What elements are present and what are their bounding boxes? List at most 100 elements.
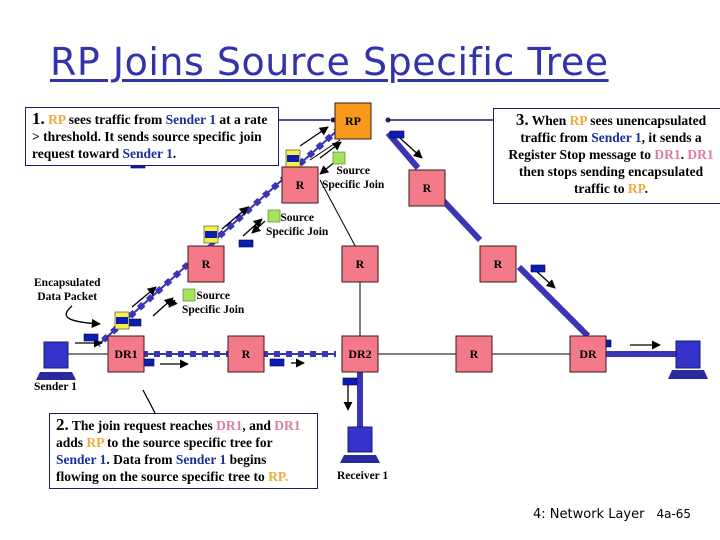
callout-text: , and bbox=[242, 418, 275, 433]
router-mid-left[interactable]: R bbox=[187, 245, 225, 283]
router-bottom-right[interactable]: R bbox=[455, 335, 493, 373]
callout-step-3: 3. When RP sees unencapsulated traffic f… bbox=[493, 108, 720, 204]
highlight-rp: RP bbox=[48, 112, 66, 127]
receiver1-monitor bbox=[347, 426, 373, 453]
footer-chapter: 4: Network Layer bbox=[533, 507, 645, 522]
router-bottom-left-label: R bbox=[242, 347, 251, 361]
inner-packet bbox=[116, 317, 128, 324]
arrow-up-6 bbox=[152, 297, 174, 317]
callout-text: adds bbox=[56, 435, 87, 450]
router-bottom-left-box bbox=[227, 335, 265, 373]
highlight-rp: RP bbox=[86, 435, 104, 450]
router-top-right[interactable]: R bbox=[408, 169, 446, 207]
data-packet-icon bbox=[389, 130, 405, 139]
step-number: 1. bbox=[32, 109, 45, 128]
label-source-specific-join-low: Source Specific Join bbox=[182, 289, 244, 317]
highlight-dr1: DR1 bbox=[274, 418, 301, 433]
router-top-left-box bbox=[281, 166, 319, 204]
callout-text: sees unencapsulated traffic from bbox=[520, 113, 707, 145]
callout-step-1: 1. RP sees traffic from Sender 1 at a ra… bbox=[25, 107, 279, 166]
router-mid-right[interactable]: R bbox=[479, 245, 517, 283]
step-number: 3. bbox=[515, 110, 529, 129]
router-dr-box bbox=[569, 335, 607, 373]
router-top-right-label: R bbox=[423, 181, 432, 195]
highlight-dr1: DR1 bbox=[216, 418, 243, 433]
router-dr1-box bbox=[107, 335, 145, 373]
router-dr-label: DR bbox=[579, 347, 597, 361]
step-number: 2. bbox=[56, 415, 69, 434]
data-packet-icon bbox=[342, 377, 358, 386]
router-mid-center[interactable]: R bbox=[341, 245, 379, 283]
connector-dot bbox=[385, 117, 391, 123]
router-mid-center-label: R bbox=[356, 257, 365, 271]
data-packet-icon bbox=[238, 239, 254, 248]
router-top-left-label: R bbox=[296, 178, 305, 192]
router-bottom-left[interactable]: R bbox=[227, 335, 265, 373]
router-dr2-label: DR2 bbox=[348, 347, 371, 361]
router-bottom-right-box bbox=[455, 335, 493, 373]
router-mid-left-label: R bbox=[202, 257, 211, 271]
router-bottom-right-label: R bbox=[470, 347, 479, 361]
callout2-pointer bbox=[142, 389, 156, 414]
arrow-up-2 bbox=[319, 141, 342, 159]
arrow-up-5 bbox=[131, 286, 157, 308]
arrow-up-4 bbox=[242, 218, 263, 237]
highlight-dr1: DR1 bbox=[654, 147, 681, 162]
arrow-up-1 bbox=[299, 126, 329, 147]
callout-text: . bbox=[172, 146, 177, 161]
arrow-encap-pointer bbox=[65, 305, 101, 328]
router-dr1[interactable]: DR1 bbox=[107, 335, 145, 373]
highlight-rp: RP bbox=[569, 113, 587, 128]
arrows bbox=[65, 126, 661, 414]
router-mid-center-box bbox=[341, 245, 379, 283]
link-rtopleft-rmidcenter bbox=[319, 179, 361, 256]
callout-text: . Data from bbox=[106, 452, 176, 467]
receiver1-host[interactable] bbox=[340, 426, 380, 463]
router-rp-box bbox=[334, 102, 372, 140]
sender-host[interactable] bbox=[36, 341, 76, 380]
label-line: Encapsulated bbox=[34, 277, 101, 289]
label-line: Source bbox=[196, 290, 230, 302]
label-receiver-1: Receiver 1 bbox=[337, 470, 389, 482]
router-dr1-label: DR1 bbox=[114, 347, 137, 361]
routers: RP R R R R R DR1 R DR2 R DR bbox=[107, 102, 607, 373]
receiver2-keyboard bbox=[668, 370, 708, 379]
label-encapsulated-data-packet: Encapsulated Data Packet bbox=[34, 276, 100, 304]
receiver1-keyboard bbox=[340, 455, 380, 463]
label-source-specific-join-mid: Source Specific Join bbox=[266, 211, 328, 239]
arrow-join-3 bbox=[168, 297, 178, 308]
highlight-dr1: DR1 bbox=[687, 147, 714, 162]
router-top-left[interactable]: R bbox=[281, 166, 319, 204]
callout-text: sees traffic from bbox=[65, 112, 166, 127]
data-packet-icon bbox=[530, 264, 546, 273]
callout-text: , it sends a Register Stop message to bbox=[508, 130, 702, 162]
router-dr2-box bbox=[341, 335, 379, 373]
highlight-snd: Sender 1 bbox=[165, 112, 216, 127]
label-sender-1: Sender 1 bbox=[34, 381, 77, 393]
callout-text: The join request reaches bbox=[68, 418, 217, 433]
router-mid-right-box bbox=[479, 245, 517, 283]
label-line: Data Packet bbox=[37, 291, 98, 303]
callout-text: at a rate > threshold. It sends source s… bbox=[32, 112, 268, 161]
inner-packet bbox=[287, 155, 299, 162]
join-message-icon bbox=[332, 151, 346, 165]
label-line: Source bbox=[280, 212, 314, 224]
slide-title: RP Joins Source Specific Tree bbox=[50, 40, 609, 84]
slide-footer: 4: Network Layer 4a-65 bbox=[533, 507, 691, 522]
footer-page-number: 4a-65 bbox=[656, 507, 692, 521]
router-mid-left-box bbox=[187, 245, 225, 283]
router-dr[interactable]: DR bbox=[569, 335, 607, 373]
label-line: Source bbox=[336, 165, 370, 177]
router-dr2[interactable]: DR2 bbox=[341, 335, 379, 373]
join-message-icon bbox=[182, 288, 196, 302]
arrow-join-2 bbox=[251, 220, 266, 234]
router-mid-right-label: R bbox=[494, 257, 503, 271]
highlight-rp: RP bbox=[268, 469, 285, 484]
tree-rp-rtopright bbox=[385, 131, 421, 170]
receiver2-host[interactable] bbox=[668, 340, 708, 379]
label-line: Specific Join bbox=[266, 226, 329, 238]
callout-text: . bbox=[680, 147, 688, 162]
router-rp[interactable]: RP bbox=[334, 102, 372, 140]
callout-text: begins flowing on the source specific tr… bbox=[56, 452, 269, 484]
